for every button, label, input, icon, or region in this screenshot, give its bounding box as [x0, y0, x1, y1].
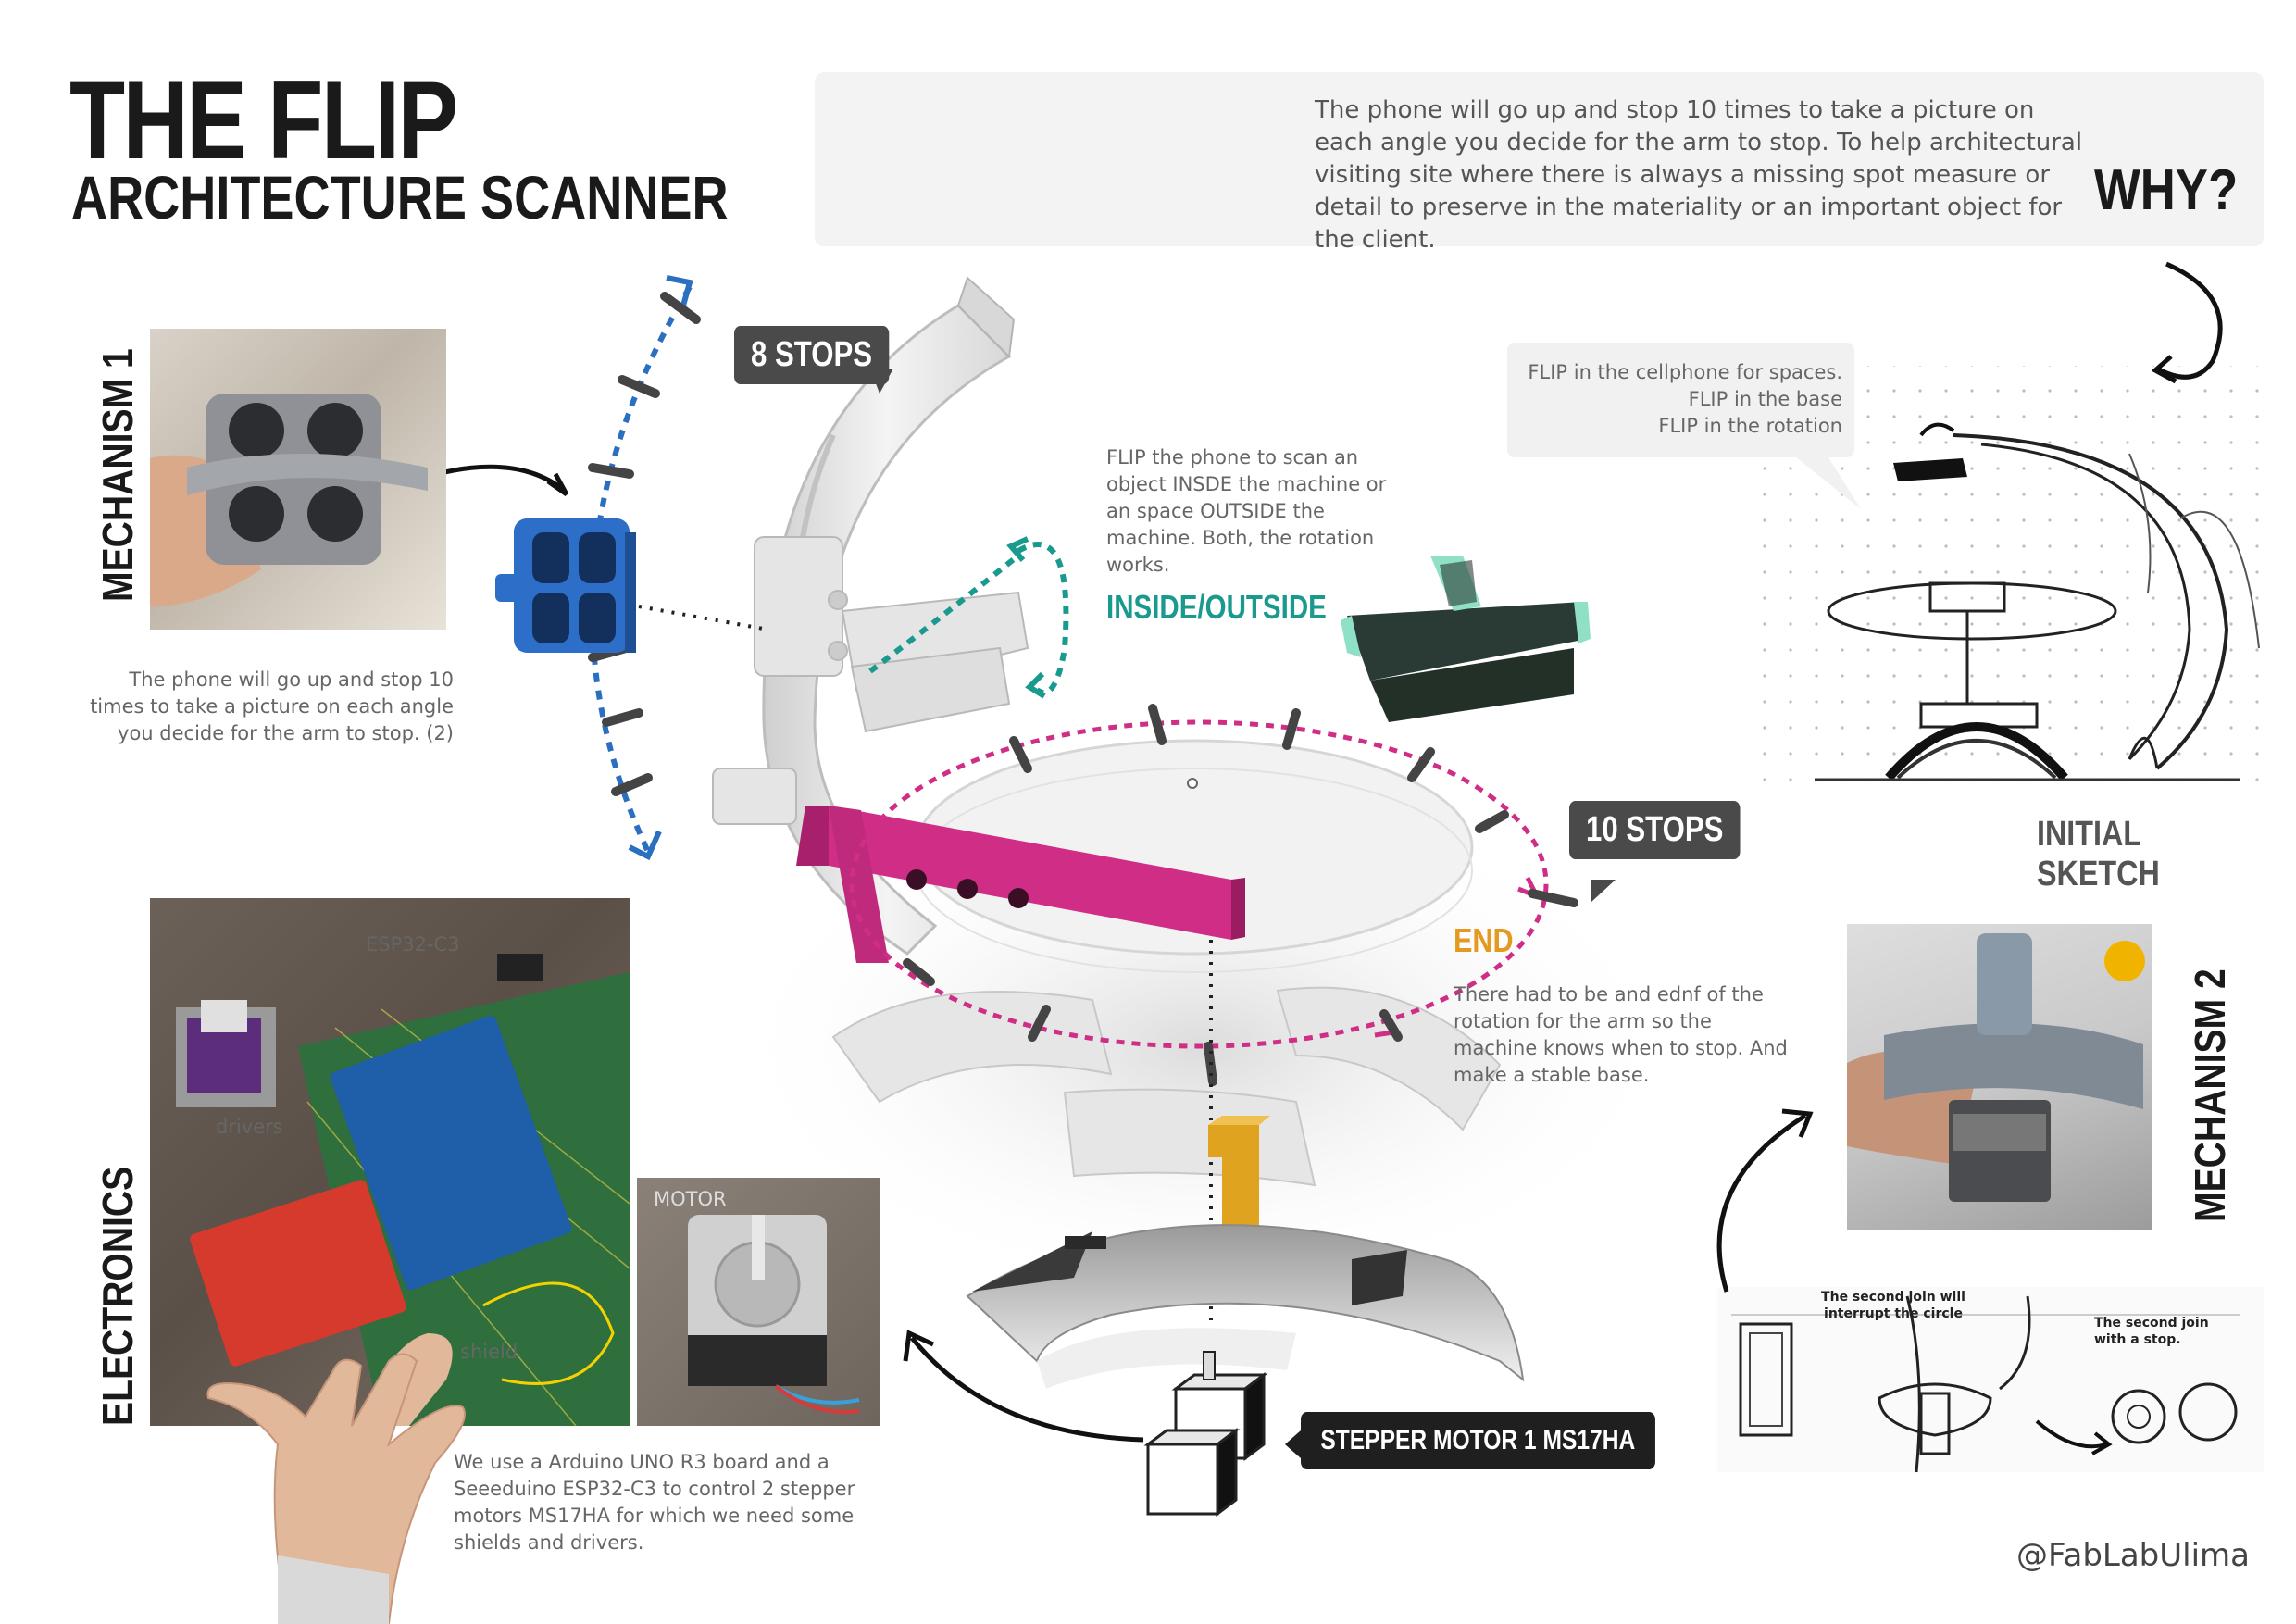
- page-title: THE FLIP: [69, 58, 458, 182]
- motor-coupler: [1208, 1116, 1292, 1245]
- tag-10-stops: 10 STOPS: [1569, 801, 1741, 859]
- end-label: END: [1454, 921, 1514, 959]
- mechanism1-caption: The phone will go up and stop 10 times t…: [90, 668, 454, 744]
- sketch-bubble-line-3: FLIP in the rotation: [1658, 415, 1842, 437]
- phone-clip: [1341, 556, 1591, 722]
- inside-outside-text: FLIP the phone to scan an object INSDE t…: [1106, 446, 1387, 576]
- mechanism2-photo: [1847, 924, 2152, 1230]
- why-panel: [815, 72, 2264, 246]
- motor-photo: [637, 1178, 880, 1426]
- stepper-motor-icon: [1143, 1351, 1268, 1517]
- sketch-bubble-text: FLIP in the cellphone for spaces. FLIP i…: [1518, 359, 1842, 440]
- electronics-arrow: [910, 1336, 1144, 1443]
- sketch-bubble-line-1: FLIP in the cellphone for spaces.: [1528, 361, 1842, 383]
- mechanism1-label: MECHANISM 1: [94, 348, 142, 602]
- sketch-bubble-line-2: FLIP in the base: [1688, 388, 1842, 410]
- inside-outside-path: [868, 542, 1069, 695]
- mechanism2-sketch: [1717, 1287, 2264, 1473]
- end-text: There had to be and ednf of the rotation…: [1454, 983, 1788, 1086]
- mech1-arrow: [436, 464, 567, 493]
- why-text: The phone will go up and stop 10 times t…: [1315, 96, 2083, 254]
- tag-8-stops: 8 STOPS: [734, 326, 890, 384]
- drivers-label: drivers: [216, 1116, 283, 1138]
- page-subtitle: ARCHITECTURE SCANNER: [71, 163, 729, 231]
- lower-base: [966, 1224, 1525, 1389]
- pink-arm: [796, 806, 1245, 963]
- inside-outside-label: INSIDE/OUTSIDE: [1106, 588, 1327, 626]
- mechanism2-note-2: The second join with a stop.: [2094, 1316, 2209, 1347]
- credit-handle: @FabLabUlima: [2016, 1537, 2250, 1574]
- stepper-motor-tag: STEPPER MOTOR 1 MS17HA: [1301, 1412, 1655, 1469]
- esp32-label: ESP32-C3: [366, 933, 460, 956]
- why-label: WHY?: [2094, 158, 2239, 222]
- electronics-photo: [150, 898, 630, 1426]
- carriage: [712, 536, 1029, 825]
- mech2-arrow: [1716, 1113, 1807, 1293]
- blue-carriage: [495, 518, 636, 653]
- electronics-label: ELECTRONICS: [94, 1166, 142, 1426]
- arc-rail: [762, 276, 1016, 956]
- electronics-caption: We use a Arduino UNO R3 board and a Seee…: [454, 1451, 855, 1554]
- mechanism2-note-1: The second join will interrupt the circl…: [1821, 1290, 1965, 1321]
- rotation-path: [849, 719, 1549, 1049]
- motor-label: MOTOR: [654, 1188, 727, 1210]
- mechanism2-label: MECHANISM 2: [2186, 968, 2234, 1222]
- sketch-bubble: [1507, 343, 1854, 457]
- shield-label: shield: [460, 1341, 518, 1363]
- mechanism1-photo: [150, 329, 446, 630]
- initial-sketch-label: INITIAL SKETCH: [2037, 815, 2160, 893]
